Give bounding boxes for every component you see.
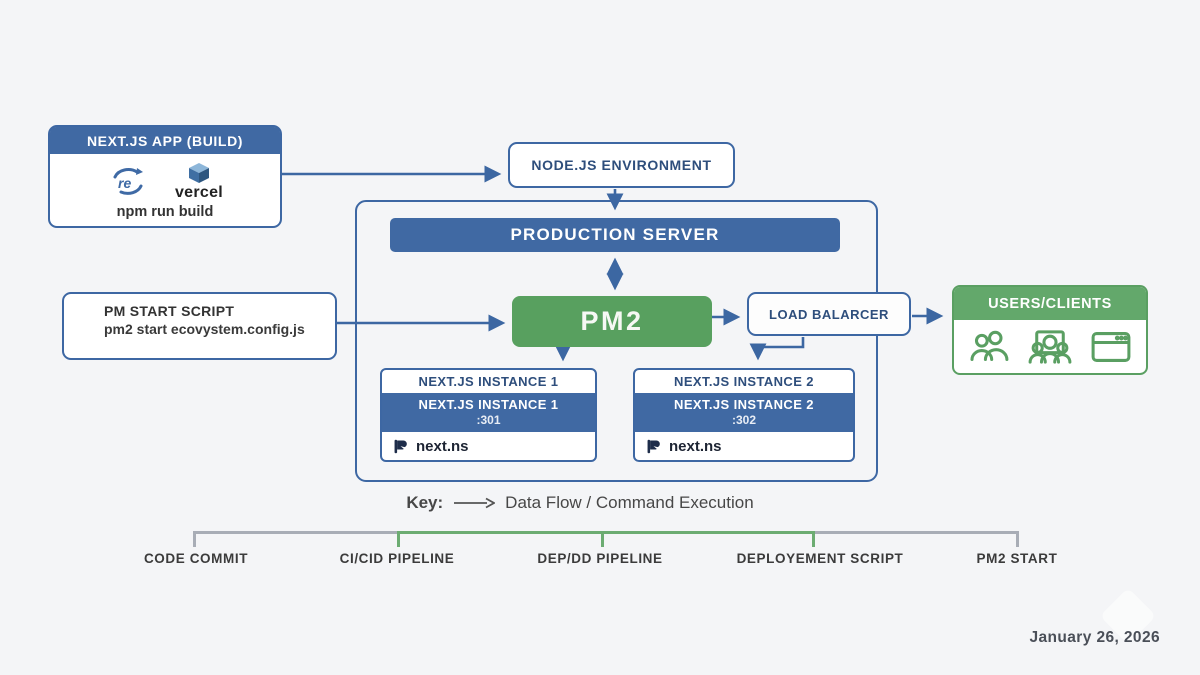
instance-1-band-title: NEXT.JS INSTANCE 1 [418,396,559,412]
date-label: January 26, 2026 [1029,629,1160,646]
timeline-step-pm2-start: PM2 START [976,551,1058,566]
nodejs-environment-box: NODE.JS ENVIRONMENT [508,142,735,188]
nextjs-flag-icon [645,438,662,455]
pm-start-script-command: pm2 start ecovystem.config.js [104,321,305,337]
timeline-step-deploy-pipeline: DEP/DD PIPELINE [537,551,663,566]
instance-1-port: :301 [476,413,501,428]
timeline-tick [1016,531,1019,547]
users-clients-box: USERS/CLIENTS [952,285,1148,375]
timeline-tick [397,531,400,547]
app-box-body: re vercel npm run build [50,154,280,226]
load-balancer-label: LOAD BALARCER [769,306,889,322]
vercel-cube-icon [188,163,209,183]
nextjs-app-build-box: NEXT.JS APP (BUILD) re ve [48,125,282,228]
production-server-label: PRODUCTION SERVER [510,225,720,244]
pm-start-script-box: PM START SCRIPT pm2 start ecovystem.conf… [62,292,337,360]
key-description: Data Flow / Command Execution [505,493,754,512]
users-clients-label: USERS/CLIENTS [954,287,1146,320]
diagram-key: Key: Data Flow / Command Execution [0,493,1160,513]
production-server-container [355,200,878,482]
nextjs-flag-icon [392,438,409,455]
instance-2-port: :302 [731,413,757,428]
nextjs-instance-1-box: NEXT.JS INSTANCE 1 NEXT.JS INSTANCE 1 :3… [380,368,597,462]
app-box-title: NEXT.JS APP (BUILD) [50,127,280,154]
vercel-logo: vercel [175,162,223,201]
key-arrow-icon [453,497,496,509]
timeline-step-ci-cd-pipeline: CI/CID PIPELINE [339,551,455,566]
two-users-icon [967,330,1011,364]
timeline-step-code-commit: CODE COMMIT [143,551,249,566]
timeline-segment-gray [193,531,398,534]
browser-window-icon [1089,330,1133,364]
production-server-bar: PRODUCTION SERVER [390,218,840,252]
timeline-segment-green [398,531,813,534]
pm2-label: PM2 [580,306,644,336]
timeline-tick [601,531,604,547]
timeline-tick [812,531,815,547]
instance-2-band-title: NEXT.JS INSTANCE 2 [674,396,814,412]
key-label: Key: [406,493,444,512]
pm2-box: PM2 [512,296,712,347]
svg-text:re: re [118,175,131,191]
instance-2-title: NEXT.JS INSTANCE 2 [674,374,814,389]
npm-run-build-label: npm run build [116,204,214,220]
instance-1-runtime: next.ns [416,437,469,455]
pm-start-script-title: PM START SCRIPT [104,303,235,319]
timeline-tick [193,531,196,547]
instance-2-runtime: next.ns [669,437,722,455]
user-group-screen-icon [1027,329,1073,365]
nextjs-instance-2-box: NEXT.JS INSTANCE 2 NEXT.JS INSTANCE 2 :3… [633,368,855,462]
timeline-segment-gray [813,531,1018,534]
vercel-wordmark: vercel [174,184,224,201]
instance-1-title: NEXT.JS INSTANCE 1 [418,374,559,389]
load-balancer-box: LOAD BALARCER [747,292,911,336]
npm-circular-logo-icon: re [107,165,149,199]
timeline-step-deployment-script: DEPLOYEMENT SCRIPT [736,551,904,566]
nodejs-environment-label: NODE.JS ENVIRONMENT [531,157,712,173]
